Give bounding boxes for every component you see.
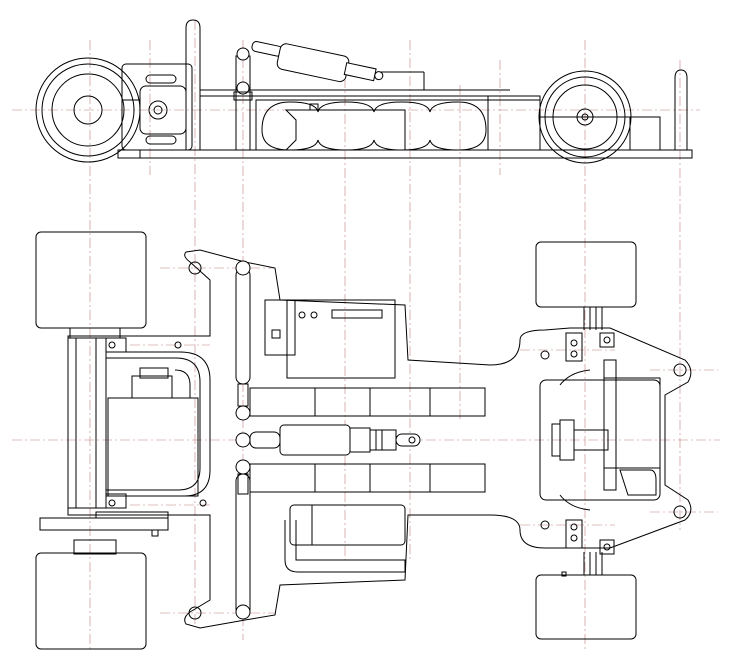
- side-view: [35, 19, 693, 164]
- front-right-wheel: [535, 574, 637, 640]
- receiver-top: [264, 299, 396, 379]
- chassis-plate-outline: [67, 249, 692, 629]
- speed-controller-top: [284, 504, 406, 573]
- mounting-holes: [188, 261, 687, 620]
- battery-bays: [249, 387, 486, 493]
- top-view: [35, 231, 692, 650]
- steering-servo-top: [539, 359, 661, 511]
- rear-post-side: [185, 19, 201, 150]
- rear-left-wheel: [35, 231, 147, 329]
- servo-post-side: [233, 47, 253, 151]
- damper-side: [251, 41, 384, 83]
- damper-top: [249, 424, 421, 456]
- front-stub-axles: [583, 307, 603, 575]
- motor-top: [107, 367, 199, 497]
- gearbox-side: [121, 63, 193, 151]
- rear-right-wheel: [35, 552, 147, 650]
- front-post-side: [674, 69, 688, 150]
- battery-pack-side: [255, 99, 541, 151]
- steering-knuckles: [561, 332, 615, 577]
- rear-post-bars: [235, 260, 251, 620]
- rear-gearbox-top: [39, 337, 207, 537]
- motor-guard: [106, 351, 211, 497]
- front-left-wheel: [535, 241, 637, 308]
